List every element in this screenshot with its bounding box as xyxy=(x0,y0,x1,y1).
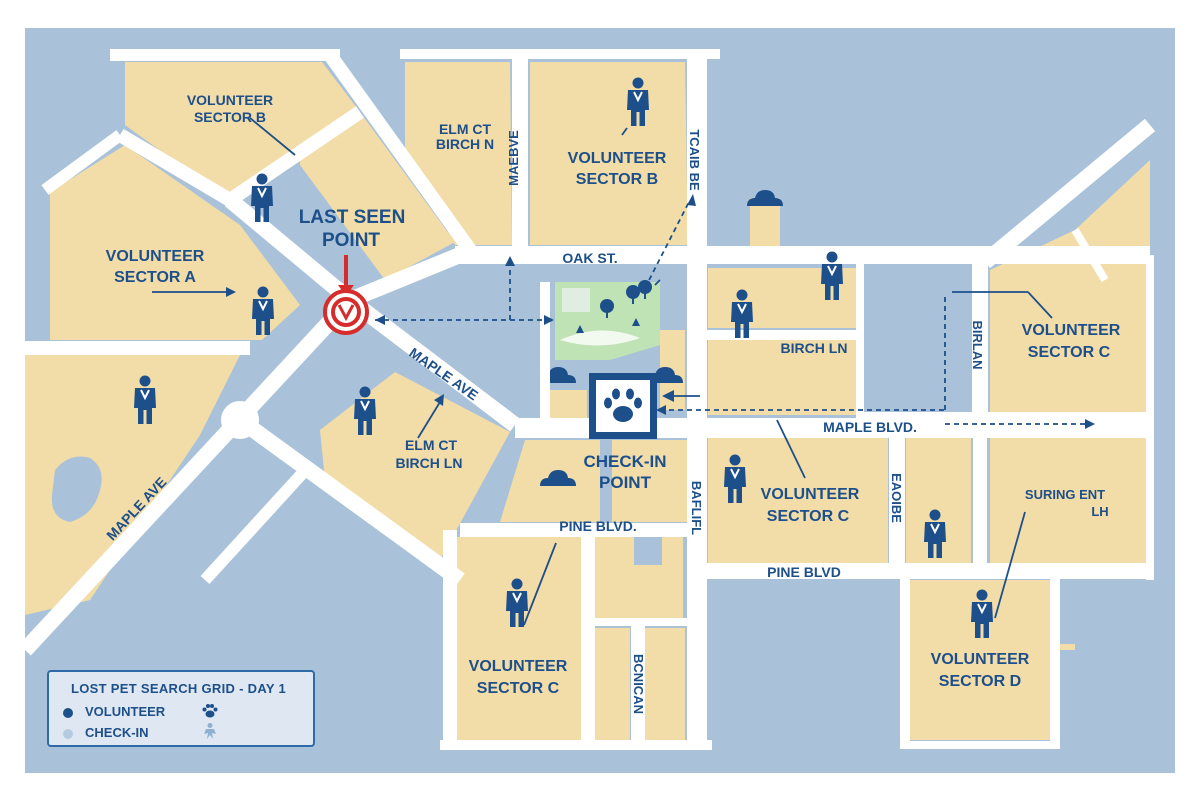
street-pine-blvd-right: PINE BLVD xyxy=(767,564,841,580)
map-legend: LOST PET SEARCH GRID - DAY 1 VOLUNTEER C… xyxy=(47,670,315,747)
street-vertical-bcnican: BCNICAN xyxy=(631,654,646,714)
small-pond xyxy=(634,537,662,565)
street-birch-ln-mid: BIRCH LN xyxy=(396,455,463,471)
street-vertical-baflifl: BAFLIFL xyxy=(689,481,704,535)
svg-text:VOLUNTEER: VOLUNTEER xyxy=(761,486,860,503)
street-suring-line1: SURING ENT xyxy=(1025,487,1105,502)
legend-row-checkin: CHECK-IN xyxy=(63,723,216,740)
point-labels: LAST SEEN POINT CHECK-IN POINT xyxy=(299,207,667,492)
volunteer-dot-icon xyxy=(63,707,73,718)
svg-text:CHECK-IN: CHECK-IN xyxy=(583,452,666,471)
sector-c-right-line2: SECTOR C xyxy=(1028,344,1111,361)
paw-print-icon xyxy=(202,704,218,718)
check-in-line2: POINT xyxy=(599,473,652,492)
svg-text:SECTOR C: SECTOR C xyxy=(1028,344,1111,361)
svg-text:SECTOR A: SECTOR A xyxy=(114,269,196,286)
sector-b-center-line1: VOLUNTEER xyxy=(568,150,667,167)
svg-text:SECTOR C: SECTOR C xyxy=(477,680,560,697)
street-oak-st: OAK ST. xyxy=(562,250,617,266)
svg-text:SECTOR C: SECTOR C xyxy=(767,508,850,525)
last-seen-line2: POINT xyxy=(322,230,380,251)
leader-lines xyxy=(152,117,1053,626)
check-in-marker[interactable] xyxy=(589,373,657,439)
svg-text:VOLUNTEER: VOLUNTEER xyxy=(568,150,667,167)
legend-volunteer-label: VOLUNTEER xyxy=(85,704,166,719)
street-birch-ln-center: BIRCH LN xyxy=(781,340,848,356)
svg-text:SECTOR D: SECTOR D xyxy=(939,673,1021,690)
svg-text:SECTOR B: SECTOR B xyxy=(194,109,266,125)
sector-a-line2: SECTOR A xyxy=(114,269,196,286)
sector-b-center-line2: SECTOR B xyxy=(576,171,658,188)
sector-c-bottom-line2: SECTOR C xyxy=(477,680,560,697)
legend-title: LOST PET SEARCH GRID - DAY 1 xyxy=(71,681,286,696)
search-routes xyxy=(375,199,1085,425)
sector-b-top-left-line2: SECTOR B xyxy=(194,109,266,125)
last-seen-line1: LAST SEEN xyxy=(299,207,406,228)
sector-c-center-line1: VOLUNTEER xyxy=(761,486,860,503)
sector-c-center-line2: SECTOR C xyxy=(767,508,850,525)
park xyxy=(555,280,660,360)
svg-text:VOLUNTEER: VOLUNTEER xyxy=(187,92,273,108)
sector-b-top-left-line1: VOLUNTEER xyxy=(187,92,273,108)
volunteer-figure-icon xyxy=(204,723,216,739)
street-birch-n-top: BIRCH N xyxy=(436,136,494,152)
check-in-line1: CHECK-IN xyxy=(583,452,666,471)
street-suring-line2: LH xyxy=(1091,504,1108,519)
route-arrowheads xyxy=(375,194,1095,429)
roundabout xyxy=(221,401,259,439)
city-blocks xyxy=(25,62,1150,740)
street-maple-blvd: MAPLE BLVD. xyxy=(823,419,917,435)
street-pine-blvd-center: PINE BLVD. xyxy=(559,518,637,534)
street-vertical-tcaib: TCAIB BE xyxy=(687,129,702,191)
sector-c-bottom-line1: VOLUNTEER xyxy=(469,658,568,675)
svg-text:VOLUNTEER: VOLUNTEER xyxy=(469,658,568,675)
sector-d-line2: SECTOR D xyxy=(939,673,1021,690)
legend-checkin-label: CHECK-IN xyxy=(85,725,149,740)
svg-text:POINT: POINT xyxy=(322,230,380,251)
leader-arrowheads xyxy=(226,287,674,406)
svg-text:SECTOR B: SECTOR B xyxy=(576,171,658,188)
svg-text:VOLUNTEER: VOLUNTEER xyxy=(931,651,1030,668)
last-seen-marker[interactable] xyxy=(323,255,369,335)
sector-a-line1: VOLUNTEER xyxy=(106,248,205,265)
street-elm-ct-top: ELM CT xyxy=(439,121,492,137)
sector-d-line1: VOLUNTEER xyxy=(931,651,1030,668)
svg-text:POINT: POINT xyxy=(599,473,652,492)
legend-row-volunteer: VOLUNTEER xyxy=(63,704,218,719)
street-elm-ct-mid: ELM CT xyxy=(405,437,458,453)
svg-text:VOLUNTEER: VOLUNTEER xyxy=(106,248,205,265)
street-vertical-birlan: BIRLAN xyxy=(970,320,985,369)
sector-c-right-line1: VOLUNTEER xyxy=(1022,322,1121,339)
sector-labels: VOLUNTEER SECTOR B VOLUNTEER SECTOR A VO… xyxy=(106,92,1121,697)
pond xyxy=(51,456,102,522)
svg-text:VOLUNTEER: VOLUNTEER xyxy=(1022,322,1121,339)
street-vertical-maebve: MAEBVE xyxy=(506,130,521,186)
street-vertical-eaoibe: EAOIBE xyxy=(889,473,904,523)
checkin-dot-icon xyxy=(63,728,73,739)
svg-text:LAST SEEN: LAST SEEN xyxy=(299,207,406,228)
